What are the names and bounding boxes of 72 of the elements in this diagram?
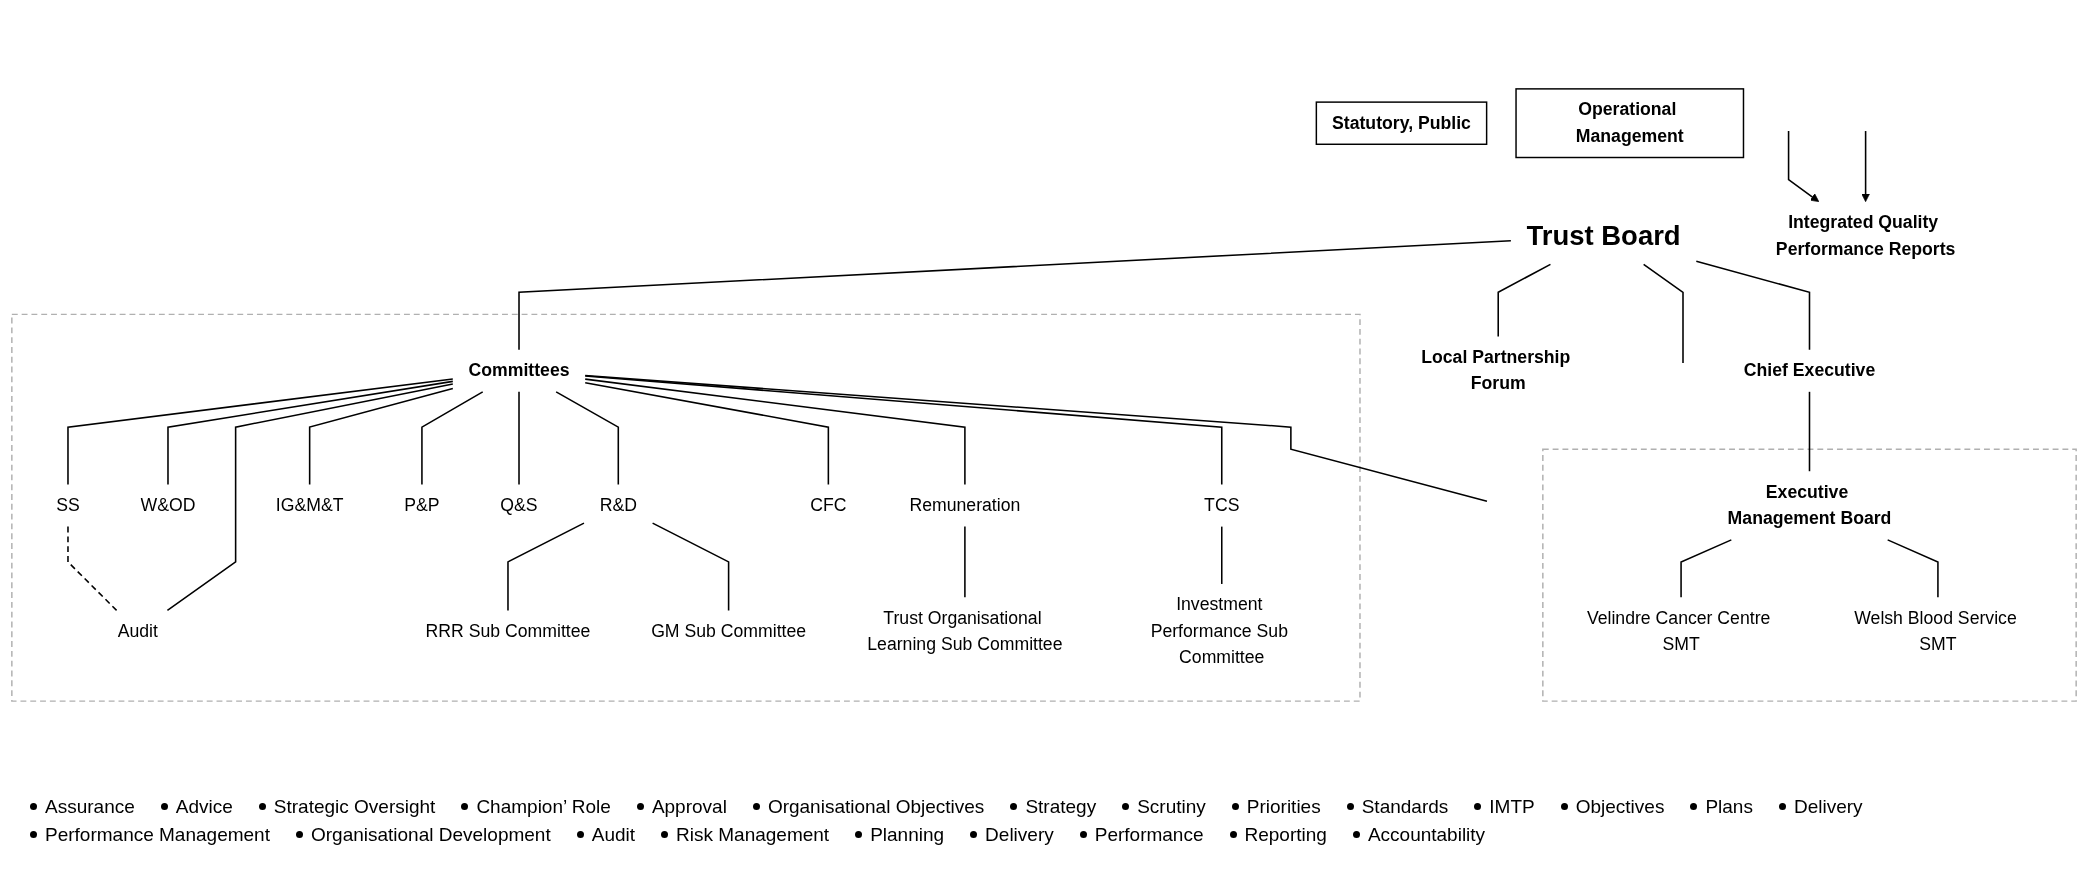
connector [1695, 260, 1810, 351]
bullet-item: Objectives [1575, 796, 1665, 817]
bullet-item: Risk Management [676, 824, 830, 845]
bullet-item: Performance [1094, 824, 1204, 845]
bullet-item: Scrutiny [1137, 796, 1206, 817]
connector [583, 374, 1488, 503]
node-text: Q&S [499, 495, 538, 515]
connector [554, 391, 619, 486]
arrow [1860, 130, 1870, 202]
node-text: Investment Performance Sub Committee [1150, 594, 1288, 668]
connector [66, 525, 117, 612]
node-text: P&P [403, 495, 440, 515]
node-text: IG&M&T [275, 495, 343, 515]
node-text: CFC [809, 495, 846, 515]
node-text: Integrated Quality Performance Reports [1775, 212, 1955, 259]
node-box: Statutory, Public [1315, 101, 1487, 145]
node-text: Velindre Cancer Centre SMT [1586, 607, 1770, 655]
connector [651, 522, 729, 612]
connector [583, 382, 829, 486]
connector [1642, 263, 1684, 364]
bullet-item: Plans [1705, 796, 1753, 817]
cluster [1541, 448, 2077, 702]
node-text: GM Sub Committee [650, 621, 806, 641]
bullet-item: Strategic Oversight [273, 796, 436, 817]
bullet-item: Audit [591, 824, 635, 845]
bullet-item: Reporting [1244, 824, 1327, 845]
connector [1220, 525, 1223, 585]
arrow [1787, 130, 1819, 202]
node-text: SS [55, 495, 80, 515]
bullet-item: Approval [651, 796, 727, 817]
bullet-item: Standards [1361, 796, 1449, 817]
bullet-item: Champion’ Role [476, 796, 611, 817]
connector [1808, 391, 1810, 472]
node-text: Remuneration [908, 495, 1020, 515]
bullet-item: Strategy [1025, 796, 1097, 817]
bullet-item: Organisational Development [310, 824, 551, 845]
bullet-item: Delivery [1793, 796, 1863, 817]
connector [963, 525, 966, 598]
bullet-item: Performance Management [45, 824, 270, 845]
node-text: Trust Organisational Learning Sub Committee [866, 607, 1062, 655]
connector [517, 239, 1512, 351]
bullet-item: Accountability [1367, 824, 1486, 845]
connector [308, 387, 454, 486]
connector [420, 391, 483, 486]
connector [166, 380, 454, 486]
node-text: Trust Board [1526, 220, 1681, 251]
node-text: Audit [117, 621, 158, 641]
connector [1496, 263, 1551, 338]
bullet-item: Priorities [1246, 796, 1321, 817]
node-text: W&OD [140, 495, 195, 515]
bullet-item: IMTP [1489, 796, 1535, 817]
connector [517, 391, 520, 486]
node-text: Committees [468, 360, 570, 381]
node-text: Welsh Blood Service SMT [1853, 607, 2017, 655]
node-text: RRR Sub Committee [425, 621, 590, 641]
connector [66, 378, 454, 486]
node-text: Local Partnership Forum [1420, 347, 1570, 394]
connector [166, 383, 454, 612]
node-box: Operational Management [1514, 88, 1744, 159]
cluster [10, 313, 1361, 702]
bullet-item: Planning [870, 824, 945, 845]
bullet-item: Assurance [45, 796, 135, 817]
bullet-item: Advice [175, 796, 233, 817]
node-text: Chief Executive [1743, 360, 1875, 381]
node-text: TCS [1203, 495, 1239, 515]
bullet-item: Organisational Objectives [767, 796, 985, 817]
connector [583, 378, 966, 486]
bullet-item: Delivery [985, 824, 1054, 845]
node-text: R&D [599, 495, 637, 515]
connector [583, 375, 1223, 486]
connector [506, 522, 585, 612]
node-text: Executive Management Board [1727, 482, 1891, 529]
